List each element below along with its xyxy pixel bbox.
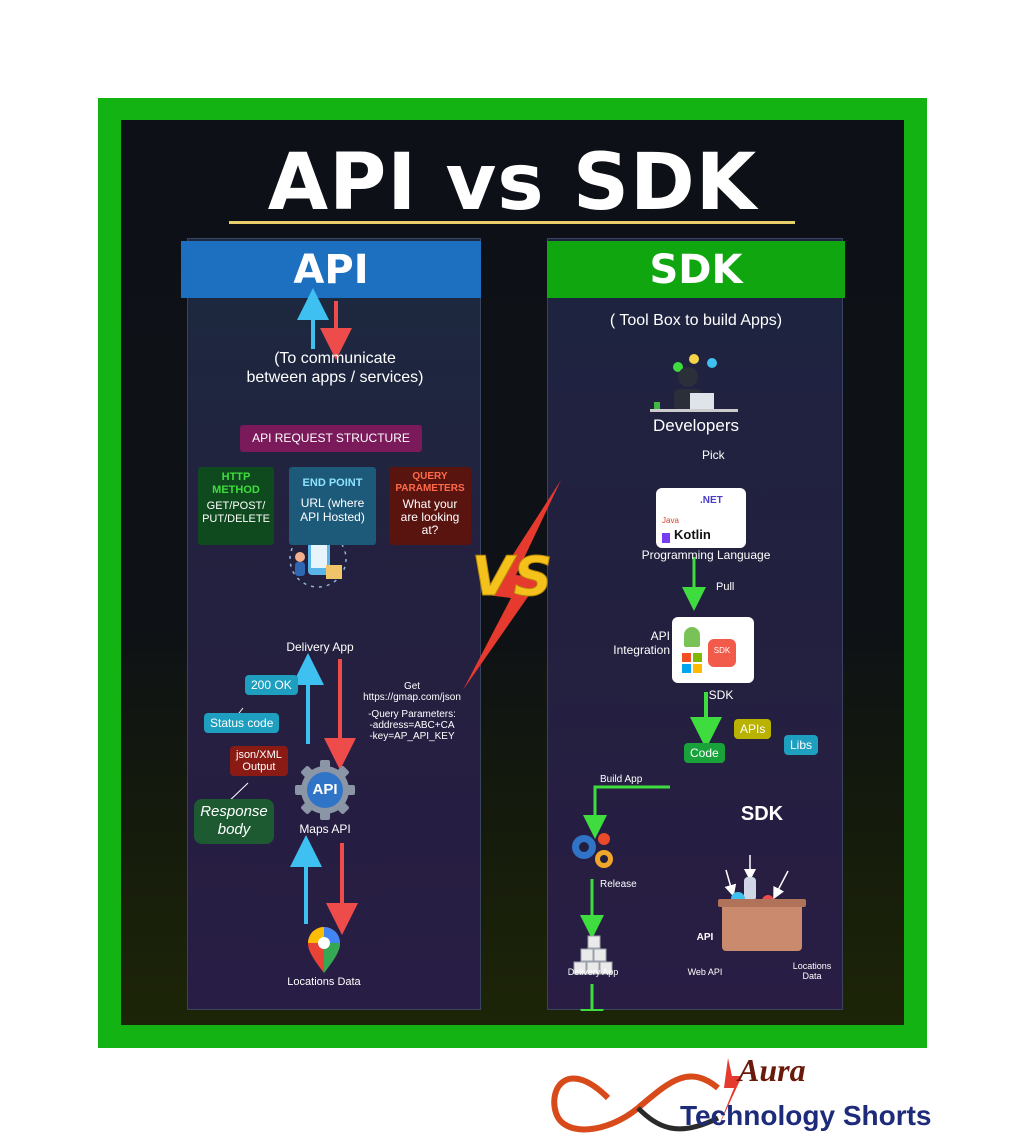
status-code-pill: Status code — [204, 713, 280, 733]
sdk-logo-text: SDK — [713, 646, 731, 655]
locations-pin-icon — [308, 927, 340, 973]
programming-language-card — [656, 488, 746, 548]
api-panel-header: API — [181, 241, 481, 298]
api-locations-data-label: Locations Data — [287, 976, 361, 988]
sdk-icon-card — [672, 617, 754, 683]
sdk-panel: SDK — [547, 238, 845, 1011]
sdk-panel-header: SDK — [547, 241, 845, 298]
request-details: Get https://gmap.com/json -Query Paramet… — [363, 681, 461, 742]
build-gears-icon — [572, 833, 613, 868]
api-request-structure-label: API REQUEST STRUCTURE — [240, 425, 422, 452]
brand-line1: Aura — [738, 1052, 806, 1088]
programming-language-label: Programming Language — [641, 548, 771, 562]
query-parameters-box: QUERY PARAMETERS What your are looking a… — [389, 467, 471, 545]
maps-api-gear-icon — [295, 760, 355, 820]
web-api-label: Web API — [687, 967, 723, 977]
build-app-label: Build App — [600, 774, 643, 785]
maps-api-label: Maps API — [299, 822, 351, 836]
maps-api-badge: API — [312, 781, 338, 798]
api-arrows — [224, 288, 358, 973]
brand-infinity-icon — [551, 1058, 742, 1133]
page-title: API vs SDK — [267, 138, 758, 228]
end-point-box: END POINT URL (where API Hosted) — [289, 467, 376, 545]
status-200-pill: 200 OK — [245, 675, 298, 695]
sdk-label: SDK — [708, 688, 734, 702]
brand-line2: Technology Shorts — [680, 1100, 932, 1131]
sdk-arrows — [572, 354, 806, 1011]
title-underline — [229, 221, 795, 224]
api-delivery-app-label: Delivery App — [286, 640, 354, 654]
delivery-app-icon — [289, 530, 347, 588]
pull-label: Pull — [716, 581, 735, 593]
developer-icon — [650, 354, 738, 412]
release-cubes-icon — [573, 935, 613, 975]
toolbox-libs-pill: Libs — [784, 735, 819, 755]
java-logo: Java — [662, 516, 679, 525]
release-label: Release — [600, 879, 637, 890]
vs-label: VS — [471, 545, 553, 609]
http-method-box: HTTP METHOD GET/POST/ PUT/DELETE — [198, 467, 274, 545]
dotnet-logo: .NET — [700, 495, 723, 506]
toolbox-code-pill: Code — [684, 743, 725, 763]
pick-label: Pick — [702, 448, 725, 462]
kotlin-logo: Kotlin — [674, 527, 711, 542]
brand-logo: Aura Technology Shorts — [548, 1048, 948, 1143]
web-api-badge: API — [696, 932, 714, 943]
sdk-toolbox-icon — [718, 855, 806, 951]
sdk-tagline: ( Tool Box to build Apps) — [609, 312, 783, 329]
sdk-delivery-app-label: Delivery App — [567, 967, 619, 977]
api-panel: API — [181, 238, 481, 1010]
infographic-poster: API vs SDK API — [121, 120, 904, 1025]
developers-label: Developers — [653, 416, 739, 435]
toolbox-apis-pill: APIs — [734, 719, 772, 739]
toolbox-sdk-label: SDK — [740, 803, 784, 825]
